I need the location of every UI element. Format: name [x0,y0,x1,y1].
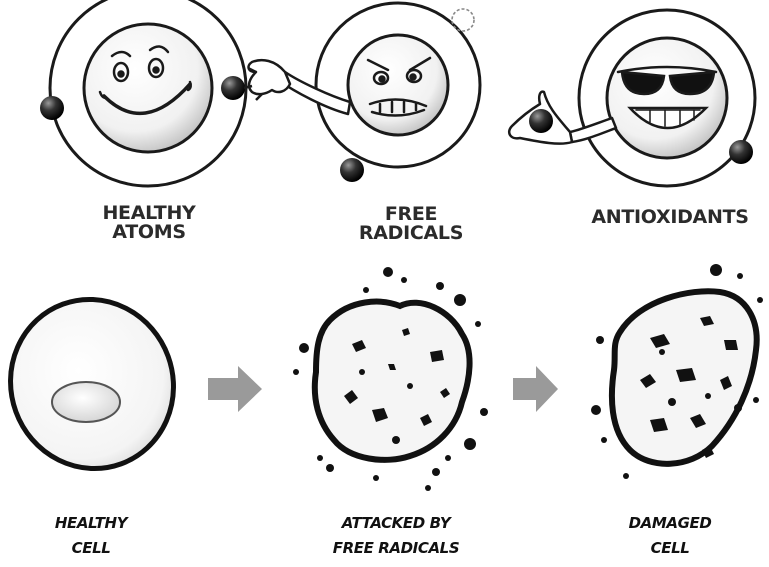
antioxidant-electron-given [529,109,553,133]
arrow-right-icon [208,366,262,412]
healthy-atoms-label-line2: ATOMS [86,223,212,242]
healthy-atom-electron-left [40,96,64,120]
free-radical-atom [244,3,480,182]
damaged-cell-label-line1: DAMAGED [610,516,730,531]
attacked-cell-label-line1: ATTACKED BY [310,516,482,531]
attacked-cell [293,267,488,491]
antioxidant-face [607,38,727,158]
arrow-right-icon [513,366,558,412]
grabbing-arm-icon [244,60,350,114]
attacked-cell-label: ATTACKED BY FREE RADICALS [310,516,482,556]
healthy-atom [40,0,246,186]
antioxidant-electron-right [729,140,753,164]
damaged-cell-label: DAMAGED CELL [610,516,730,556]
healthy-atoms-label: HEALTHY ATOMS [86,204,212,242]
giving-arm-icon [509,92,616,144]
free-radicals-label: FREE RADICALS [346,205,476,243]
damaged-cell-label-line2: CELL [610,541,730,556]
healthy-cell-nucleus [52,382,120,422]
free-radical-face [348,35,448,135]
attacked-cell-label-line2: FREE RADICALS [310,541,482,556]
healthy-atom-face [84,24,212,152]
antioxidants-label: ANTIOXIDANTS [574,208,766,227]
free-radical-electron-bottom [340,158,364,182]
healthy-cell-label: HEALTHY CELL [36,516,146,556]
healthy-cell-label-line1: HEALTHY [36,516,146,531]
antioxidant-atom [509,10,755,186]
free-radicals-label-line2: RADICALS [346,224,476,243]
healthy-cell [0,276,197,491]
antioxidants-label-line1: ANTIOXIDANTS [574,208,766,227]
missing-electron-icon [452,9,474,31]
healthy-cell-label-line2: CELL [36,541,146,556]
healthy-atom-electron-right [221,76,245,100]
attacked-cell-body [315,302,470,460]
damaged-cell [591,264,763,479]
